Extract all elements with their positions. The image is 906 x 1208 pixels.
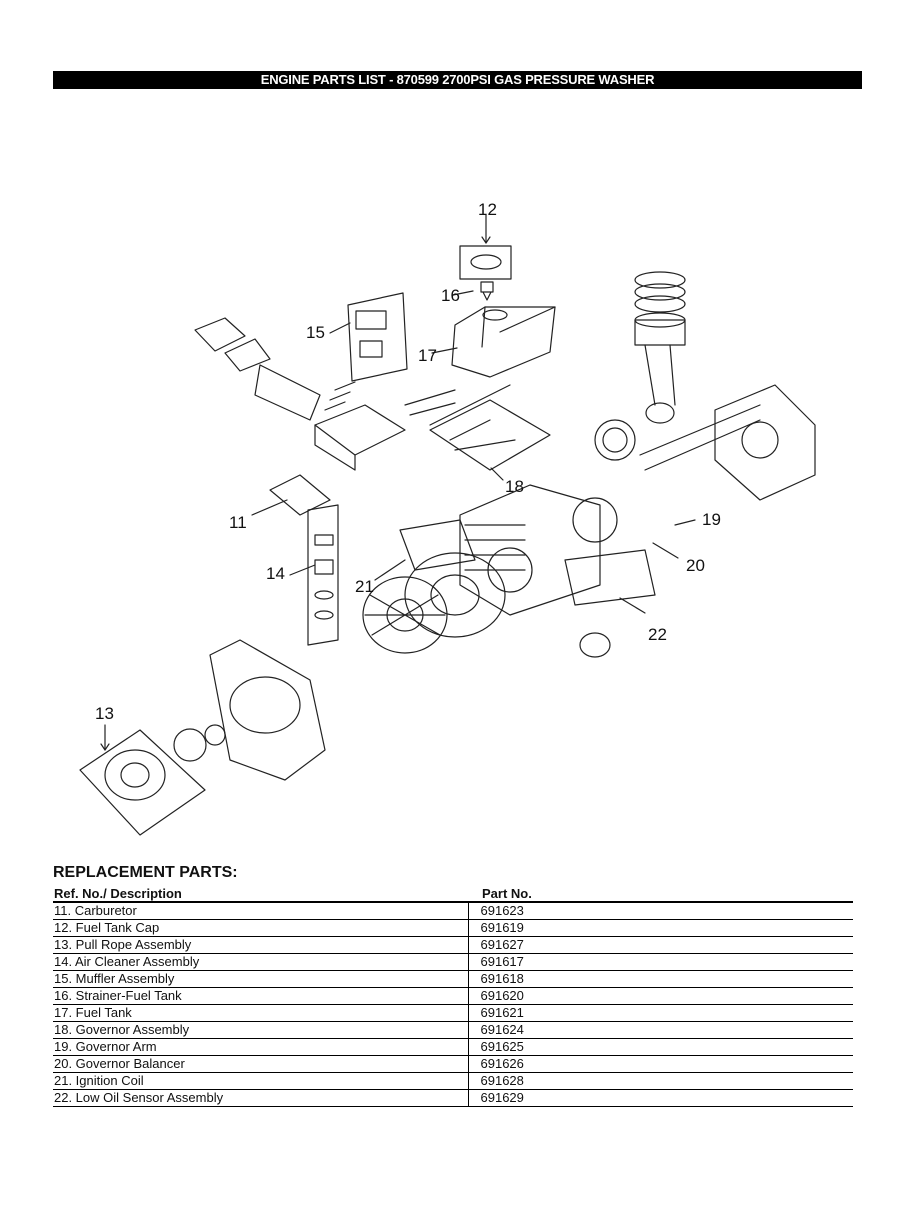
part-description: 18. Governor Assembly [53,1021,468,1039]
part-description: 14. Air Cleaner Assembly [53,953,468,971]
part-description: 11. Carburetor [53,902,468,920]
part-number: 691623 [467,902,853,920]
part-description: 16. Strainer-Fuel Tank [53,987,468,1005]
callout-18: 18 [505,477,524,496]
callout-14: 14 [266,564,285,583]
part-description: 15. Muffler Assembly [53,970,468,988]
part-description: 17. Fuel Tank [53,1004,468,1022]
table-header-row: Ref. No./ Description Part No. [53,885,853,903]
callout-20: 20 [686,556,705,575]
part-description: 13. Pull Rope Assembly [53,936,468,954]
part-number: 691626 [467,1055,853,1073]
part-description: 21. Ignition Coil [53,1072,468,1090]
part-description: 20. Governor Balancer [53,1055,468,1073]
callout-22: 22 [648,625,667,644]
callout-15: 15 [306,323,325,342]
part-number: 691628 [467,1072,853,1090]
callout-17: 17 [418,346,437,365]
part-number: 691620 [467,987,853,1005]
callout-21: 21 [355,577,374,596]
part-number: 691624 [467,1021,853,1039]
callout-19: 19 [702,510,721,529]
part-number: 691617 [467,953,853,971]
callout-16: 16 [441,286,460,305]
part-description: 19. Governor Arm [53,1038,468,1056]
column-header-part-no: Part No. [468,885,853,903]
replacement-parts-heading: REPLACEMENT PARTS: [53,864,238,881]
part-number: 691629 [467,1089,853,1107]
callout-11: 11 [229,513,247,532]
callout-13: 13 [95,704,114,723]
page-title: ENGINE PARTS LIST - 870599 2700PSI GAS P… [53,71,862,89]
part-number: 691627 [467,936,853,954]
part-description: 12. Fuel Tank Cap [53,919,468,937]
part-number: 691625 [467,1038,853,1056]
replacement-parts-table: Ref. No./ Description Part No. 11. Carbu… [53,885,853,1107]
part-number: 691619 [467,919,853,937]
callout-12: 12 [478,200,497,219]
engine-exploded-diagram [79,214,816,836]
part-number: 691621 [467,1004,853,1022]
part-number: 691618 [467,970,853,988]
column-header-description: Ref. No./ Description [53,885,468,903]
part-description: 22. Low Oil Sensor Assembly [53,1089,468,1107]
